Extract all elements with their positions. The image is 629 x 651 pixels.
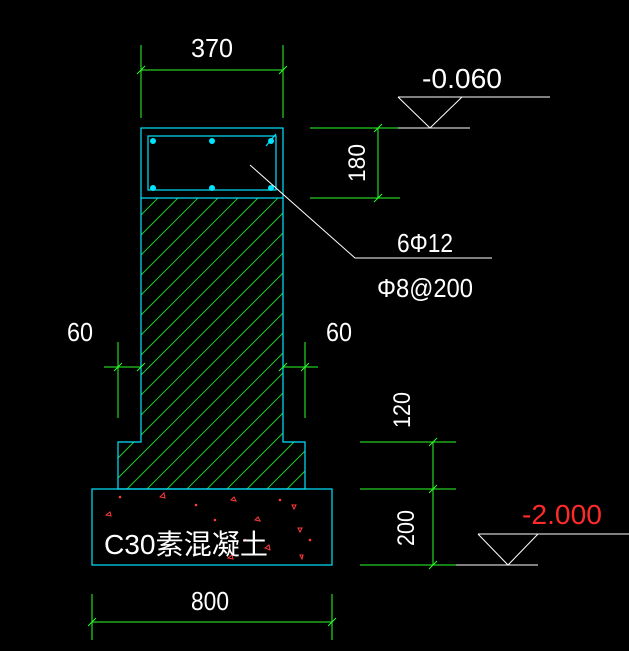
hatch-line <box>206 198 305 489</box>
hatch-line <box>118 198 199 489</box>
rebar-stirrup-label: Φ8@200 <box>377 273 473 303</box>
dim-top-width-label: 370 <box>191 33 233 63</box>
dim-tick <box>327 617 337 627</box>
dim-offset-right-label: 60 <box>326 317 352 347</box>
hatch-line <box>146 198 305 489</box>
hatch-line <box>118 198 305 489</box>
dim-tick <box>113 362 123 372</box>
stem-outline <box>117 198 306 490</box>
rebar-dot <box>209 185 215 191</box>
dim-tick <box>136 65 146 75</box>
elevation-bottom-triangle <box>477 533 539 566</box>
dim-tick <box>373 193 383 203</box>
material-label: C30素混凝土 <box>104 529 268 560</box>
speckle-dot <box>213 518 217 522</box>
hatch-line <box>327 198 618 489</box>
speckle-dot <box>308 538 312 542</box>
dim-tick <box>278 362 288 372</box>
speckle-mark <box>291 504 297 511</box>
dim-tick <box>373 123 383 133</box>
speckle-mark <box>263 544 271 551</box>
rebar-main-label: 6Φ12 <box>397 228 453 258</box>
hatch-line <box>118 198 279 489</box>
concrete-base <box>91 488 333 566</box>
speckle-dot <box>278 498 282 502</box>
rebar-leader <box>249 164 492 259</box>
speckle-mark <box>299 554 304 561</box>
dim-offset-left-label: 60 <box>67 317 93 347</box>
speckle-mark <box>253 516 261 522</box>
hatch-line <box>118 198 299 489</box>
hatch-line <box>118 198 305 489</box>
ring-beam <box>140 127 284 199</box>
elevation-symbols <box>397 96 629 566</box>
rebar-dot <box>209 138 215 144</box>
hatch-line <box>166 198 305 489</box>
hatch-line <box>246 198 305 489</box>
speckle-mark <box>104 511 112 517</box>
speckle-mark <box>226 554 234 560</box>
dim-step-height-label: 120 <box>389 392 416 428</box>
dim-tick <box>428 484 438 494</box>
ring-beam-inner <box>147 135 277 191</box>
elevation-top-triangle <box>397 96 463 129</box>
dim-base-height-label: 200 <box>393 510 420 546</box>
hatch-line <box>186 198 305 489</box>
speckle-mark <box>297 527 303 534</box>
dim-tick <box>428 560 438 570</box>
dim-beam-height-label: 180 <box>344 144 371 182</box>
dim-tick <box>300 362 310 372</box>
dim-tick <box>428 437 438 447</box>
hatch-line <box>118 198 219 489</box>
speckle-dot <box>118 495 122 499</box>
hatch-line <box>126 198 305 489</box>
speckle-mark <box>229 496 237 502</box>
concrete-speckles <box>104 491 312 561</box>
speckle-dot <box>194 503 198 507</box>
hatch-line <box>118 198 119 489</box>
rebar-dot <box>150 185 156 191</box>
elevation-bottom-label: -2.000 <box>522 499 602 530</box>
dim-tick <box>87 617 97 627</box>
hatch-line <box>118 198 259 489</box>
stirrup-hook <box>265 133 277 147</box>
speckle-dot <box>243 538 247 542</box>
elevation-top-label: -0.060 <box>422 63 502 94</box>
hatch-line <box>118 198 239 489</box>
speckle-mark <box>158 491 166 499</box>
dim-tick <box>136 362 146 372</box>
hatch-line <box>226 198 305 489</box>
hatch-line <box>118 198 305 489</box>
dim-base-width-label: 800 <box>191 586 229 616</box>
rebar-dot <box>150 138 156 144</box>
dimension-lines <box>87 45 456 640</box>
leader-line <box>249 164 492 259</box>
text-labels: 370 60 60 180 120 200 800 -0.060 -2.000 … <box>67 33 602 616</box>
rebar-dot <box>268 185 274 191</box>
rebar-dots <box>150 133 277 191</box>
section-outline <box>91 127 333 566</box>
dim-tick <box>278 65 288 75</box>
